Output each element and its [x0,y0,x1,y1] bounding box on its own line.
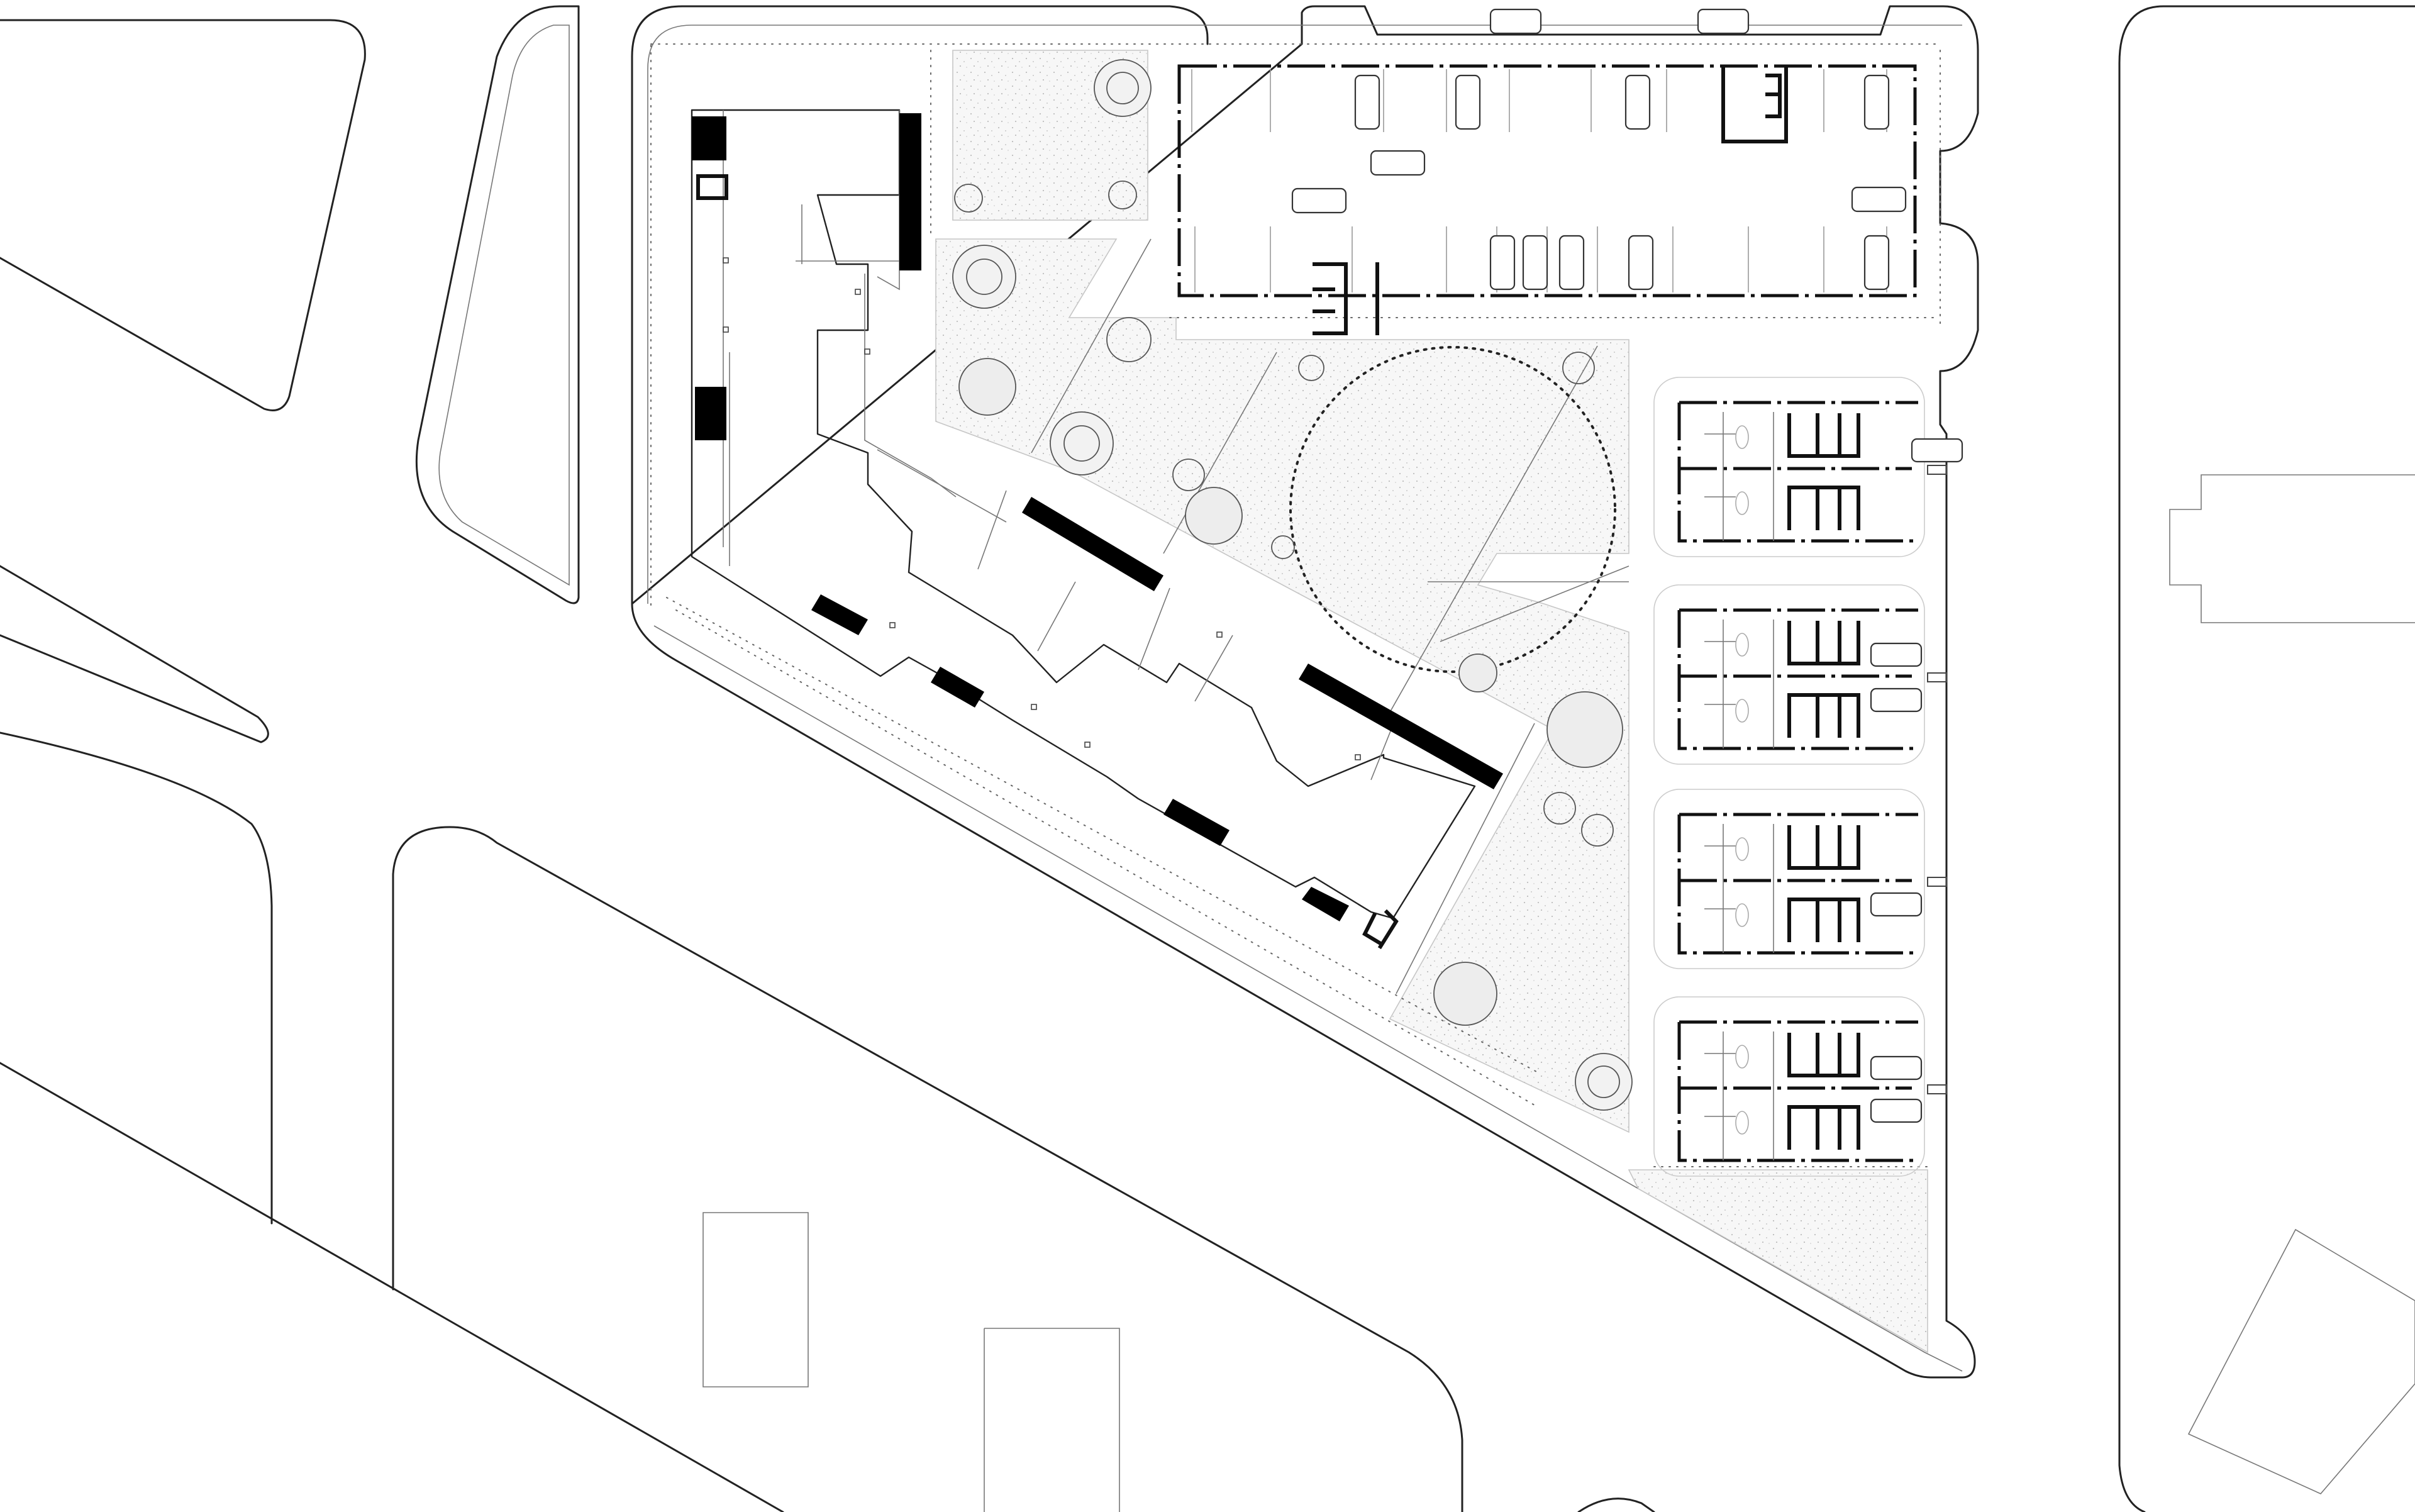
circular-plaza [1289,346,1616,673]
parked-car [1291,8,1907,291]
stairs [692,113,1503,921]
townhouse-block [1653,377,1947,557]
parking-structure [1177,8,1917,335]
main-building [691,109,1503,950]
project-site [631,5,1979,1379]
townhouse-rows [1653,377,1963,1176]
parked-car [1870,438,1963,1123]
trees [952,59,1633,1111]
surrounding-blocks [0,5,2415,1512]
